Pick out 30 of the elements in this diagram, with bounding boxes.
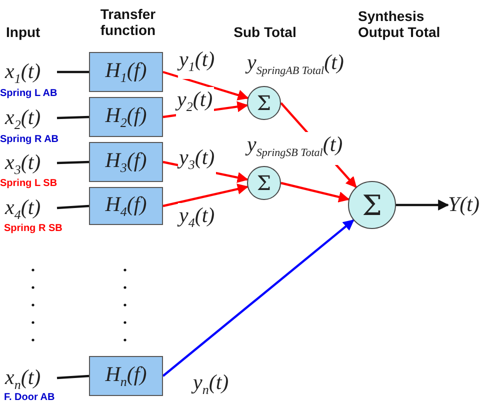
summation-circle: Σ: [348, 181, 396, 229]
connector-arrow: [280, 182, 350, 202]
connector-arrow: [162, 70, 249, 100]
transfer-function-box: H$_{3}$(f): [89, 142, 163, 182]
summation-circle: Σ: [247, 86, 281, 120]
sensor-name: F. Door AB: [4, 392, 55, 404]
edge-label: y$_{2}$(t): [176, 87, 214, 119]
signal-label: x$_{2}$(t): [5, 105, 57, 131]
connector-arrow: [162, 219, 354, 377]
transfer-function-box: H$_{n}$(f): [89, 356, 163, 396]
sensor-name: Spring L SB: [0, 178, 58, 190]
transfer-function-box: H$_{4}$(f): [89, 187, 163, 225]
connector-arrow: [162, 184, 248, 208]
summation-circle: Σ: [247, 166, 281, 200]
column-heading: Input: [6, 24, 42, 40]
subtotal-signal-label: y$_{SpringSB Total}$(t): [247, 132, 343, 165]
sensor-name: Spring R SB: [4, 223, 62, 235]
connector-arrow: [396, 200, 450, 210]
transfer-function-box: H$_{2}$(f): [89, 97, 163, 137]
signal-label: Y(t): [448, 192, 498, 218]
signal-label: x$_{4}$(t): [5, 195, 57, 221]
signal-label: x$_{3}$(t): [5, 150, 57, 176]
column-heading: Synthesis Output Total: [358, 8, 442, 40]
column-heading: Transfer function: [99, 6, 157, 38]
sensor-name: Spring L AB: [0, 88, 58, 100]
column-heading: Sub Total: [232, 24, 298, 40]
sensor-name: Spring R AB: [0, 134, 59, 146]
signal-label: x$_{n}$(t): [5, 365, 57, 391]
signal-label: x$_{1}$(t): [5, 59, 57, 85]
transfer-function-box: H$_{1}$(f): [89, 52, 163, 92]
